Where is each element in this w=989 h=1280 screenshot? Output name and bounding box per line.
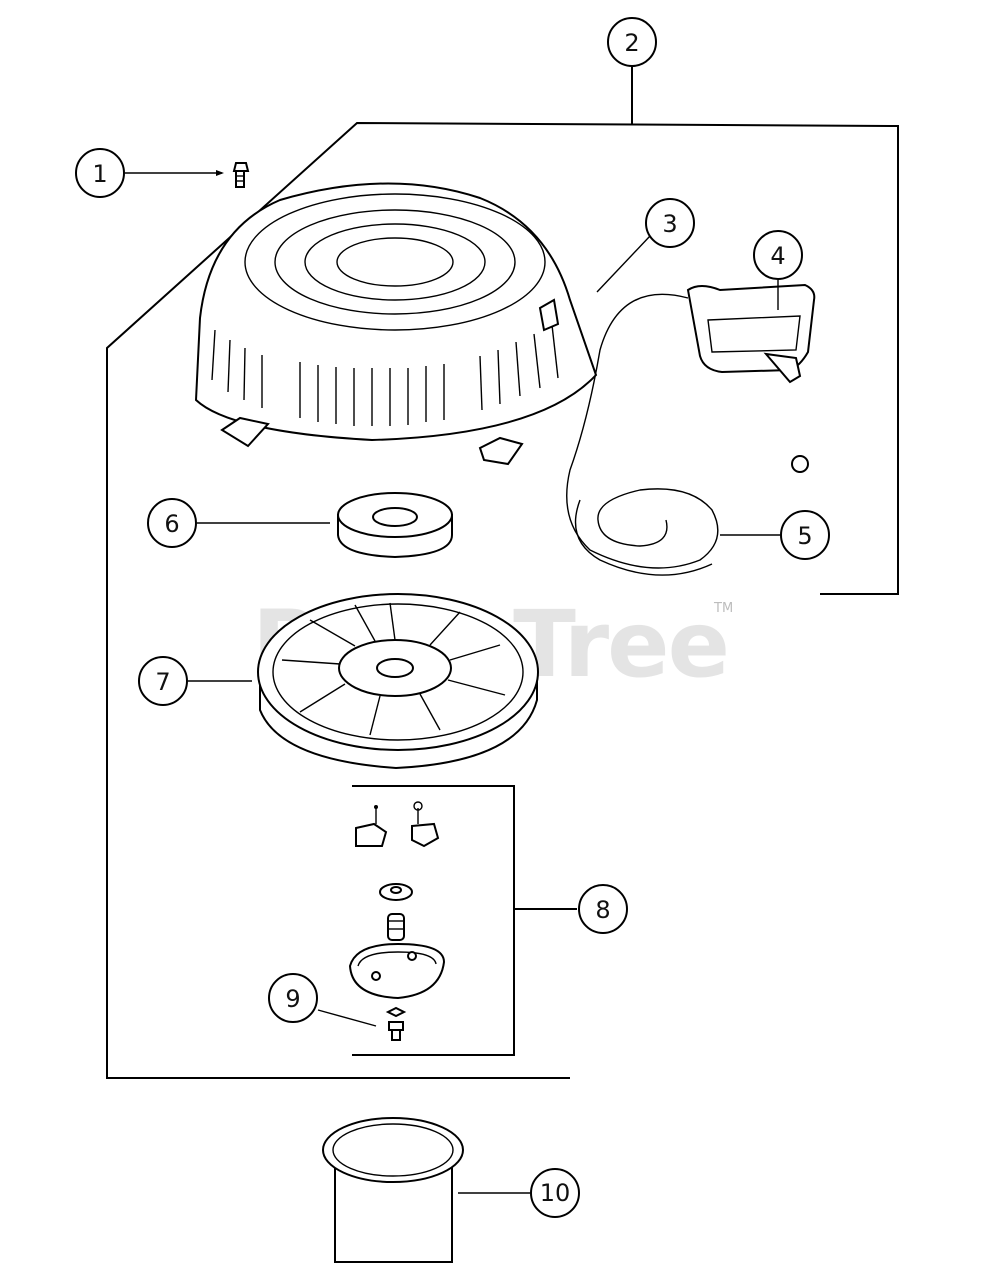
retainer-screw-part	[385, 1006, 407, 1041]
svg-text:5: 5	[797, 522, 812, 550]
callout-10: 10	[530, 1168, 580, 1218]
svg-text:4: 4	[770, 242, 785, 270]
svg-text:6: 6	[164, 510, 179, 538]
svg-text:9: 9	[285, 985, 300, 1013]
callout-4: 4	[753, 230, 803, 280]
svg-text:8: 8	[595, 896, 610, 924]
callout-5: 5	[780, 510, 830, 560]
callout-9-leader	[317, 1009, 377, 1027]
callout-1: 1	[75, 148, 125, 198]
svg-text:7: 7	[155, 668, 170, 696]
callout-3: 3	[645, 198, 695, 248]
callout-9: 9	[268, 973, 318, 1023]
starter-handle-part	[686, 283, 816, 473]
svg-text:10: 10	[540, 1179, 571, 1207]
watermark-trademark: TM	[713, 601, 733, 616]
callout-6: 6	[147, 498, 197, 548]
assembly-bracket	[106, 121, 899, 1079]
callout-8: 8	[578, 884, 628, 934]
svg-text:3: 3	[662, 210, 677, 238]
svg-text:2: 2	[624, 29, 639, 57]
callout-3-leader	[596, 235, 651, 293]
starter-housing-part	[194, 182, 598, 466]
screw-part	[232, 162, 250, 188]
svg-text:1: 1	[92, 160, 107, 188]
ratchet-assembly-part	[348, 801, 446, 1000]
starter-cup-part	[322, 1117, 464, 1263]
pulley-part	[257, 593, 539, 770]
callout-7: 7	[138, 656, 188, 706]
subassembly-bracket	[352, 785, 515, 1056]
callout-2: 2	[607, 17, 657, 67]
starter-rope-part	[566, 293, 719, 576]
spacer-ring-part	[337, 492, 453, 559]
